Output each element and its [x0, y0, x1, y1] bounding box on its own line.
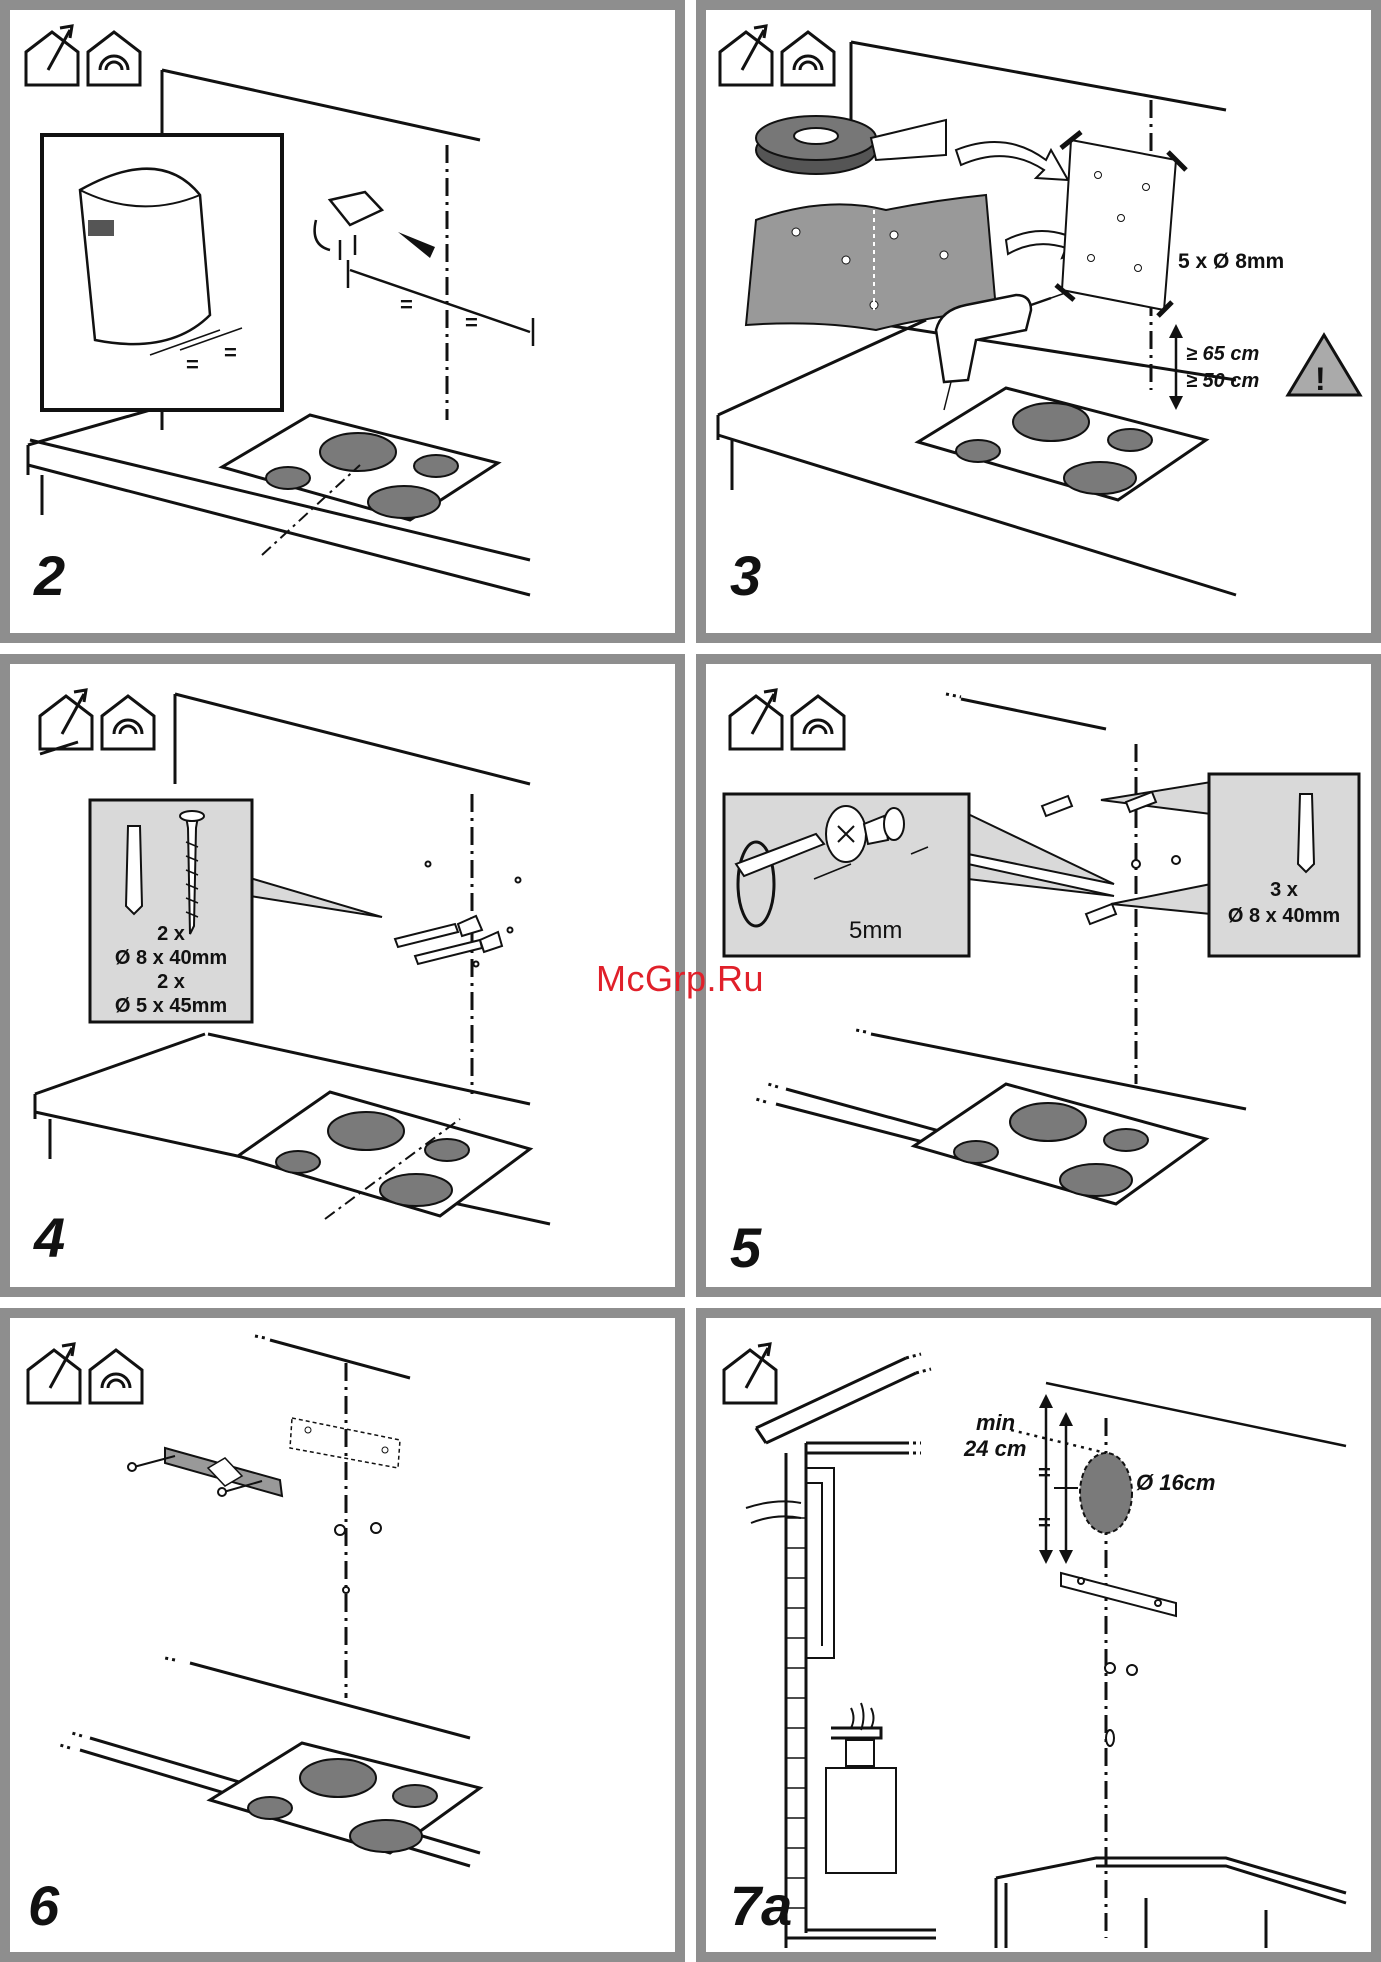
- ducted-mode-icon: [40, 690, 92, 749]
- hob: [210, 1743, 480, 1853]
- duct-pipe: [746, 1468, 834, 1658]
- hob: [222, 415, 498, 555]
- min-distance-label: min: [976, 1410, 1015, 1435]
- wall-fixings: [395, 862, 521, 967]
- holes-label: 5 x Ø 8mm: [1178, 250, 1284, 273]
- inset-eq-mark-2: =: [224, 340, 237, 365]
- step-number: 7a: [730, 1878, 792, 1934]
- hob: [918, 388, 1206, 500]
- screw-gap-label: 5mm: [849, 917, 902, 944]
- electric-distance-label: ≥ 50 cm: [1186, 370, 1259, 392]
- hob: [238, 1092, 530, 1219]
- duct-hole: [1080, 1453, 1132, 1533]
- socket-eq-mark-1: =: [400, 292, 413, 317]
- anchor-quantity: 3 x: [1270, 879, 1298, 901]
- screw-detail-callout: [724, 794, 1114, 956]
- wall-fixings: [335, 1523, 381, 1593]
- anchor-quantity: 2 x: [157, 923, 185, 945]
- illustration-step-3: 5 x Ø 8mm ≥ 65 cm ≥ 50 cm !: [706, 10, 1371, 633]
- mounting-bracket: [128, 1418, 400, 1496]
- step-number: 6: [28, 1878, 59, 1934]
- panel-step-4: 2 x Ø 8 x 40mm 2 x Ø 5 x 45mm 4: [0, 654, 685, 1297]
- inset-eq-mark-1: =: [186, 352, 199, 377]
- template-on-wall: [1056, 132, 1186, 316]
- ducted-mode-icon: [28, 1344, 80, 1403]
- adhesive-tape-roll: [756, 116, 946, 174]
- ducted-mode-icon: [720, 26, 772, 85]
- hole-diameter-label: Ø 16cm: [1136, 1470, 1216, 1495]
- watermark: McGrp.Ru: [596, 958, 764, 1000]
- screw-quantity: 2 x: [157, 971, 185, 993]
- min-distance-value: 24 cm: [963, 1436, 1026, 1461]
- half-eq-mark-1: =: [1038, 1460, 1051, 1485]
- illustration-step-5: 5mm 3 x Ø 8 x 40mm: [706, 664, 1371, 1287]
- ducted-mode-icon: [730, 690, 782, 749]
- marker-arrow: [398, 232, 435, 258]
- step-number: 2: [34, 548, 65, 604]
- warning-icon: !: [1288, 335, 1360, 397]
- ducted-mode-icon: [724, 1344, 776, 1403]
- distance-arrow: [348, 260, 533, 346]
- svg-text:!: !: [1315, 361, 1326, 397]
- step-number: 3: [730, 548, 761, 604]
- panel-step-2: = = = = 2: [0, 0, 685, 643]
- recirculation-mode-icon: [792, 696, 844, 749]
- brick-wall: [786, 1518, 806, 1908]
- recirculation-mode-icon: [102, 696, 154, 749]
- mounting-bracket: [1061, 1573, 1176, 1616]
- step-number: 5: [730, 1220, 761, 1276]
- anchor-size: Ø 8 x 40mm: [1228, 905, 1340, 927]
- step-number: 4: [34, 1210, 65, 1266]
- wall-fixings: [1105, 1663, 1137, 1746]
- recirculation-mode-icon: [88, 32, 140, 85]
- illustration-step-2: = = = =: [10, 10, 675, 633]
- recirculation-mode-icon: [90, 1350, 142, 1403]
- anchor-size: Ø 8 x 40mm: [115, 947, 227, 969]
- half-eq-mark-2: =: [1038, 1510, 1051, 1535]
- ducted-mode-icon: [26, 26, 78, 85]
- screw-size: Ø 5 x 45mm: [115, 995, 227, 1017]
- plug-socket: [315, 192, 382, 260]
- illustration-step-7a: min 24 cm = = Ø 16cm: [706, 1318, 1371, 1952]
- socket-eq-mark-2: =: [465, 310, 478, 335]
- illustration-step-4: 2 x Ø 8 x 40mm 2 x Ø 5 x 45mm: [10, 664, 675, 1287]
- fixings-callout: [90, 800, 382, 1022]
- hood-inset: [42, 135, 282, 410]
- hob: [914, 1084, 1206, 1204]
- panel-step-7a: min 24 cm = = Ø 16cm 7a: [696, 1308, 1381, 1962]
- illustration-step-6: [10, 1318, 675, 1952]
- wall-cabinet: [996, 1858, 1346, 1948]
- recirculation-mode-icon: [782, 32, 834, 85]
- panel-step-5: 5mm 3 x Ø 8 x 40mm 5: [696, 654, 1381, 1297]
- gas-distance-label: ≥ 65 cm: [1186, 343, 1259, 365]
- panel-step-3: 5 x Ø 8mm ≥ 65 cm ≥ 50 cm ! 3: [696, 0, 1381, 643]
- panel-step-6: 6: [0, 1308, 685, 1962]
